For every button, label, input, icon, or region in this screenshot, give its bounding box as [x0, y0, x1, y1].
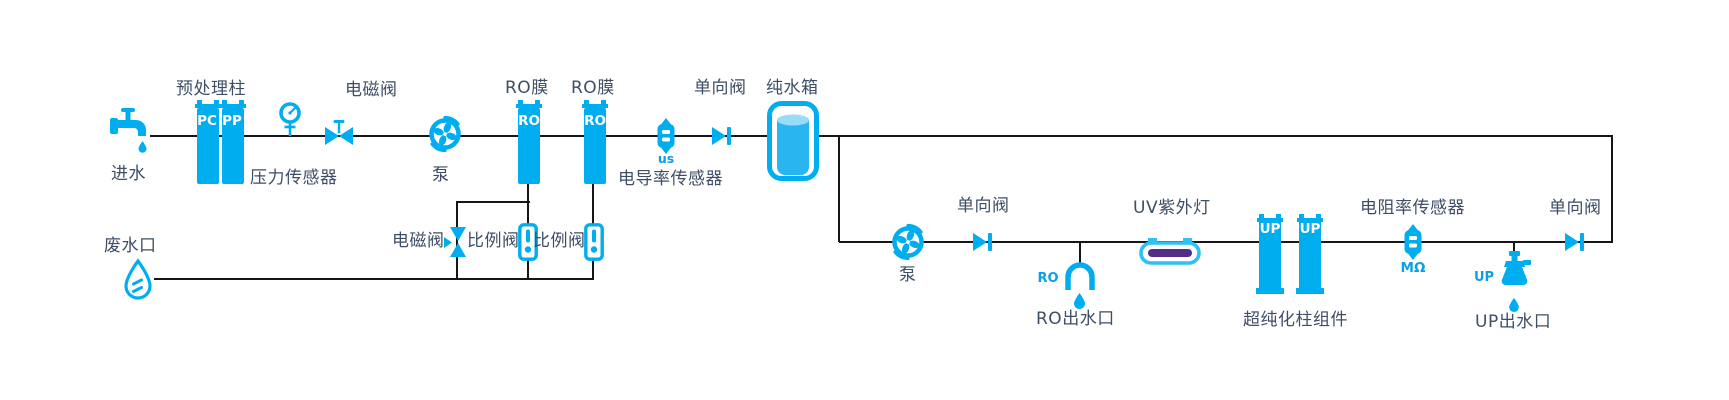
- up-tap-badge: UP: [1473, 270, 1495, 285]
- resistivity-sensor-label: 电阻率传感器: [1360, 198, 1465, 218]
- solenoid-valve-bottom-label: 电磁阀: [392, 231, 445, 251]
- solenoid-valve-icon: [325, 120, 353, 145]
- proportional-valve-1-label: 比例阀: [467, 231, 520, 251]
- pretreatment-column-pp-icon: [220, 100, 246, 184]
- pipe-top-main: [150, 135, 1613, 137]
- up-column-1-icon: [1256, 214, 1284, 294]
- pump-icon: [429, 115, 461, 153]
- pressure-gauge-icon: [279, 102, 301, 136]
- check-valve-top-icon: [712, 127, 731, 145]
- proportional-valve-2-label: 比例阀: [533, 231, 586, 251]
- conductivity-sensor-icon: [657, 118, 675, 154]
- inlet-label: 进水: [111, 164, 146, 184]
- pc-badge: PC: [197, 113, 217, 129]
- uv-lamp-label: UV紫外灯: [1133, 198, 1211, 218]
- pipe-ro-outlet-drop: [1079, 241, 1081, 266]
- solenoid-valve-bottom-icon: [450, 227, 466, 257]
- pp-badge: PP: [222, 113, 242, 129]
- ro-tap-badge: RO: [1037, 271, 1059, 286]
- pipe-loop-horizontal: [839, 241, 1613, 243]
- up-column-2-icon: [1296, 214, 1324, 294]
- ro-outlet-drop-icon: [1074, 293, 1085, 309]
- solenoid-valve-top-label: 电磁阀: [345, 80, 398, 100]
- up-columns-label: 超纯化柱组件: [1243, 310, 1348, 330]
- up-outlet-drop-icon: [1509, 297, 1519, 312]
- pure-water-tank-icon: [767, 101, 819, 181]
- pressure-sensor-label: 压力传感器: [250, 168, 338, 188]
- ro-membrane-1-icon: [516, 100, 542, 184]
- ro-badge-1: RO: [518, 113, 540, 129]
- pipe-solenoid-drop: [456, 201, 458, 279]
- pipe-bracket: [456, 201, 530, 203]
- proportional-valve-1-icon: [518, 223, 538, 261]
- pipe-right-vertical: [1611, 135, 1613, 243]
- ro-membrane-1-label: RO膜: [505, 78, 549, 98]
- check-valve-loop-left-icon: [973, 233, 992, 251]
- check-valve-loop-right-icon: [1565, 233, 1584, 251]
- proportional-valve-2-icon: [584, 223, 604, 261]
- ro-outlet-tap-icon: [1065, 262, 1095, 290]
- pump-top-label: 泵: [432, 165, 450, 185]
- check-valve-loop-right-label: 单向阀: [1549, 198, 1602, 218]
- up-outlet-dispenser-icon: [1501, 251, 1531, 286]
- check-valve-loop-left-label: 单向阀: [957, 196, 1010, 216]
- conductivity-sensor-label: 电导率传感器: [618, 169, 723, 189]
- waste-outlet-label: 废水口: [104, 236, 157, 256]
- up-badge-1: UP: [1259, 221, 1281, 237]
- ro-badge-2: RO: [584, 113, 606, 129]
- pipe-tank-drop: [838, 135, 840, 242]
- ro-outlet-label: RO出水口: [1036, 309, 1115, 329]
- check-valve-top-label: 单向阀: [694, 78, 747, 98]
- flow-arrow-icon: [444, 237, 452, 248]
- resistivity-unit-badge: MΩ: [1400, 260, 1426, 276]
- ro-membrane-2-icon: [582, 100, 608, 184]
- up-outlet-label: UP出水口: [1475, 312, 1552, 332]
- conductivity-unit-badge: us: [657, 151, 675, 166]
- pipe-up-outlet-drop: [1513, 241, 1515, 254]
- resistivity-sensor-icon: [1404, 224, 1422, 260]
- waste-drop-icon: [124, 258, 152, 300]
- pipe-waste-horizontal: [154, 278, 594, 280]
- pretreatment-label: 预处理柱: [176, 79, 246, 99]
- pump-loop-label: 泵: [899, 265, 917, 285]
- uv-lamp-icon: [1139, 238, 1201, 265]
- faucet-icon: [110, 108, 147, 153]
- pretreatment-column-pc-icon: [195, 100, 221, 184]
- tank-label: 纯水箱: [766, 78, 819, 98]
- pump-loop-icon: [892, 223, 924, 261]
- ro-membrane-2-label: RO膜: [571, 78, 615, 98]
- up-badge-2: UP: [1299, 221, 1321, 237]
